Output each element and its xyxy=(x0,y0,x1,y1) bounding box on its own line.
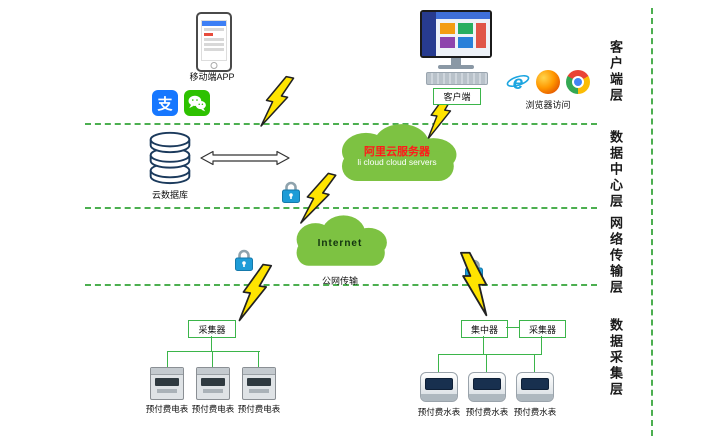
electric-meter-icon xyxy=(150,367,184,400)
connector-line xyxy=(438,354,542,355)
connector-line xyxy=(438,354,439,372)
lightning-icon-4 xyxy=(238,263,273,322)
ali-cloud-subtitle: li cloud cloud servers xyxy=(357,157,437,167)
wechat-icon xyxy=(184,90,210,116)
concentrator-box: 集中器 xyxy=(461,320,508,338)
monitor-stand xyxy=(451,58,461,65)
alipay-icon: 支 xyxy=(152,90,178,116)
desktop-screen xyxy=(422,12,490,56)
connector-line xyxy=(258,351,259,367)
ali-cloud-icon: 阿里云服务器 li cloud cloud servers xyxy=(326,118,468,188)
lightning-icon-1 xyxy=(260,75,295,127)
double-arrow-icon xyxy=(200,150,290,166)
water-meter-icon xyxy=(420,372,458,402)
connector-line xyxy=(167,351,260,352)
water-meter-icon xyxy=(468,372,506,402)
layer-divider-2 xyxy=(85,207,597,209)
mobile-app-label: 移动端APP xyxy=(189,72,235,82)
database-icon xyxy=(149,131,191,185)
lock-icon-1 xyxy=(282,181,300,203)
firefox-icon xyxy=(536,70,560,94)
label-divider xyxy=(651,8,653,436)
public-net-label: 公网传输 xyxy=(321,276,358,286)
connector-line xyxy=(506,327,519,328)
layer-divider-3 xyxy=(85,284,597,286)
water-meter-label: 预付费水表 xyxy=(417,407,461,417)
chrome-icon xyxy=(566,70,590,94)
lightning-icon-5 xyxy=(459,251,488,317)
phone-icon xyxy=(196,12,232,72)
keyboard-icon xyxy=(426,72,488,85)
water-meter-label: 预付费水表 xyxy=(513,407,557,417)
electric-meter-label: 预付费电表 xyxy=(191,404,235,414)
ie-glyph: e xyxy=(513,73,524,94)
phone-home-button-icon xyxy=(210,62,218,69)
collector-left-box: 采集器 xyxy=(188,320,236,338)
connector-line xyxy=(167,351,168,367)
cloud-db-label: 云数据库 xyxy=(151,190,188,200)
layer-label-client: 客户端层 xyxy=(608,40,623,104)
ali-cloud-title: 阿里云服务器 xyxy=(364,146,430,158)
lightning-icon-3 xyxy=(300,172,337,224)
water-meter-icon xyxy=(516,372,554,402)
monitor-base xyxy=(438,65,474,69)
connector-line xyxy=(212,351,213,367)
connector-line xyxy=(541,336,542,355)
electric-meter-icon xyxy=(242,367,276,400)
layer-label-data-center: 数据中心层 xyxy=(608,130,623,210)
connector-line xyxy=(483,336,484,355)
alipay-glyph: 支 xyxy=(157,95,173,113)
internet-cloud-icon: Internet xyxy=(284,210,396,272)
layer-label-collection: 数据采集层 xyxy=(608,318,623,398)
connector-line xyxy=(211,336,212,351)
layer-label-network: 网络传输层 xyxy=(608,216,623,296)
client-label-box: 客户端 xyxy=(433,88,481,105)
lock-icon-2 xyxy=(235,249,253,271)
browser-label: 浏览器访问 xyxy=(525,100,571,110)
phone-screen xyxy=(201,20,227,61)
collector-right-box: 采集器 xyxy=(519,320,566,338)
water-meter-label: 预付费水表 xyxy=(465,407,509,417)
electric-meter-label: 预付费电表 xyxy=(237,404,281,414)
connector-line xyxy=(486,354,487,372)
layer-divider-1 xyxy=(85,123,597,125)
desktop-icon xyxy=(420,10,492,58)
internet-label: Internet xyxy=(317,238,363,249)
ie-icon: e xyxy=(506,70,530,94)
connector-line xyxy=(534,354,535,372)
electric-meter-icon xyxy=(196,367,230,400)
electric-meter-label: 预付费电表 xyxy=(145,404,189,414)
